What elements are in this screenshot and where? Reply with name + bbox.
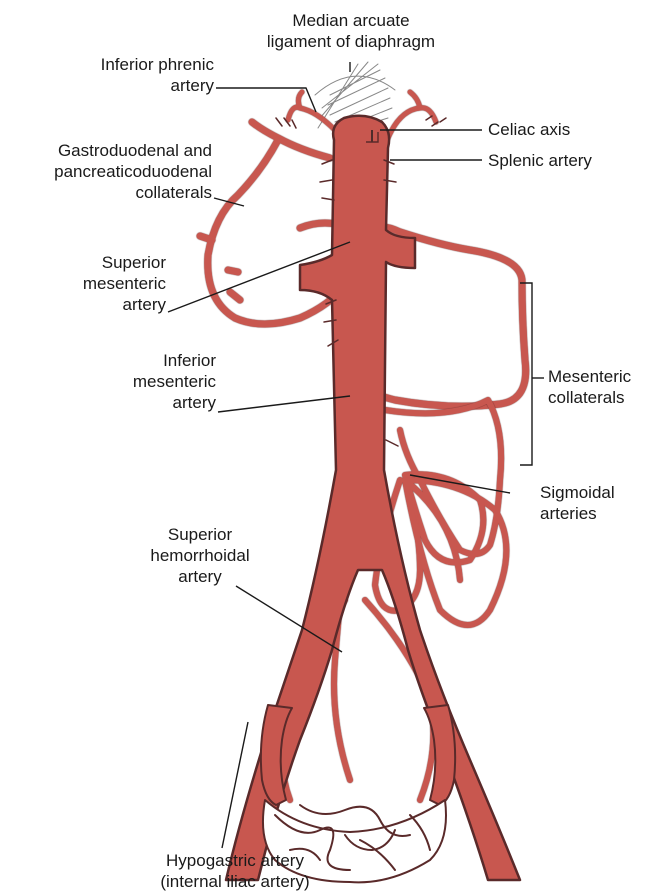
label-splenic-artery: Splenic artery: [488, 150, 592, 171]
label-superior-hemorrhoidal: Superior hemorrhoidal artery: [130, 524, 270, 587]
label-superior-mesenteric: Superior mesenteric artery: [60, 252, 166, 315]
label-inferior-mesenteric: Inferior mesenteric artery: [110, 350, 216, 413]
label-median-arcuate: Median arcuate ligament of diaphragm: [246, 10, 456, 52]
label-inferior-phrenic: Inferior phrenic artery: [44, 54, 214, 96]
label-celiac-axis: Celiac axis: [488, 119, 570, 140]
label-sigmoidal-arteries: Sigmoidal arteries: [540, 482, 615, 524]
label-gastroduodenal: Gastroduodenal and pancreaticoduodenal c…: [0, 140, 212, 203]
vessel-layer: [200, 62, 526, 882]
label-mesenteric-collaterals: Mesenteric collaterals: [548, 366, 631, 408]
label-hypogastric-artery: Hypogastric artery (internal iliac arter…: [120, 850, 350, 892]
